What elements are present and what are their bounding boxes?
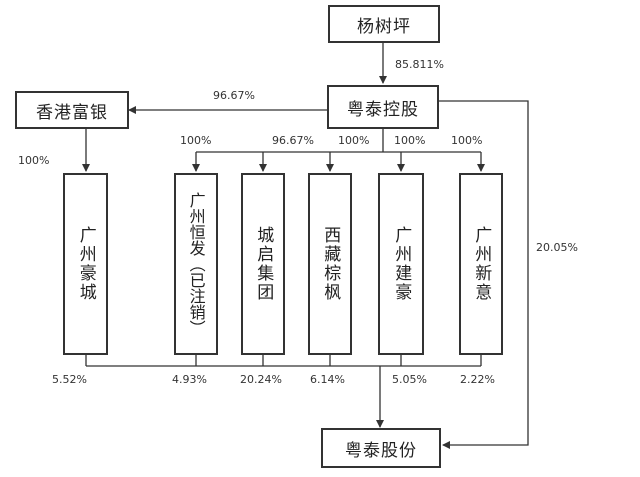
node-label: 广州豪城 <box>75 226 96 302</box>
pct-chengqi-stake: 20.24% <box>240 373 282 386</box>
pct-haocheng-stake: 5.52% <box>52 373 87 386</box>
edge-holding-shares <box>439 100 529 449</box>
pct-holding-to-shares: 20.05% <box>536 241 578 254</box>
pct-hengfa-stake: 4.93% <box>172 373 207 386</box>
node-yuetai-shares: 粤泰股份 <box>321 428 441 468</box>
pct-holding-to-hengfa: 100% <box>180 134 212 147</box>
node-label: 城启集团 <box>253 226 274 302</box>
pct-yang-to-holding: 85.811% <box>395 58 444 71</box>
node-chengqi-group: 城启集团 <box>241 173 285 355</box>
node-xizang-zongfeng: 西藏棕枫 <box>308 173 352 355</box>
node-guangzhou-jianhao: 广州建豪 <box>378 173 424 355</box>
node-label: 广州建豪 <box>391 226 412 302</box>
pct-xinyi-stake: 2.22% <box>460 373 495 386</box>
node-yuetai-holding: 粤泰控股 <box>327 85 439 129</box>
pct-holding-to-xizang: 100% <box>338 134 370 147</box>
pct-holding-to-chengqi: 96.67% <box>272 134 314 147</box>
node-yang-shuping: 杨树坪 <box>328 5 440 43</box>
node-guangzhou-xinyi: 广州新意 <box>459 173 503 355</box>
node-label: 西藏棕枫 <box>320 226 341 302</box>
pct-holding-to-jianhao: 100% <box>394 134 426 147</box>
pct-xianggang-to-haocheng: 100% <box>18 154 50 167</box>
node-guangzhou-haocheng: 广州豪城 <box>63 173 108 355</box>
pct-jianhao-stake: 5.05% <box>392 373 427 386</box>
pct-holding-to-xinyi: 100% <box>451 134 483 147</box>
pct-xizang-stake: 6.14% <box>310 373 345 386</box>
node-guangzhou-hengfa: 广州恒发（已注销） <box>174 173 218 355</box>
node-label: 广州恒发（已注销） <box>186 192 206 336</box>
pct-holding-to-xianggang: 96.67% <box>213 89 255 102</box>
node-xianggang-fuyin: 香港富银 <box>15 91 129 129</box>
node-label: 广州新意 <box>471 226 492 302</box>
